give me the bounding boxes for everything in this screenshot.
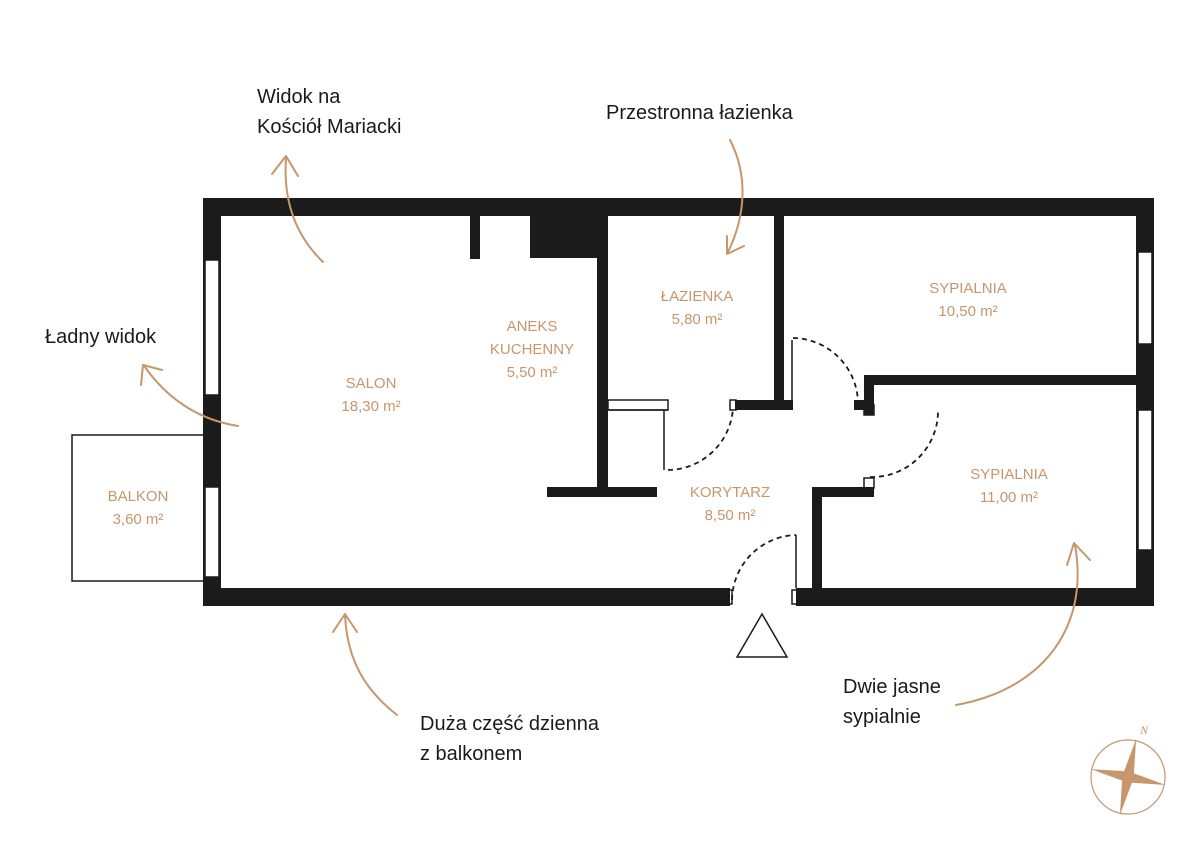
door-jambs	[607, 340, 875, 605]
arrow-bedrooms-icon	[955, 542, 1091, 706]
hallway-name: KORYTARZ	[690, 484, 770, 501]
windows	[204, 251, 1153, 578]
arrow-church-view-icon	[271, 155, 324, 263]
annotation-arrows	[140, 139, 1091, 716]
bathroom-area: 5,80 m²	[672, 311, 723, 328]
bathroom-note: Przestronna łazienka	[606, 102, 793, 124]
bedroom1-area: 10,50 m²	[938, 303, 997, 320]
salon-area: 18,30 m²	[341, 398, 400, 415]
arrow-bathroom-icon	[726, 139, 745, 255]
bathroom-name: ŁAZIENKA	[661, 288, 734, 305]
entrance-marker-icon	[735, 612, 789, 658]
church-view-line2: Kościół Mariacki	[257, 116, 402, 138]
church-view-line1: Widok na	[257, 86, 341, 108]
salon-name: SALON	[346, 375, 397, 392]
balcony-area: 3,60 m²	[113, 511, 164, 528]
hallway-area: 8,50 m²	[705, 507, 756, 524]
compass-north-label: N	[1139, 723, 1149, 737]
arrow-nice-view-icon	[140, 364, 239, 427]
door-swings	[667, 337, 939, 601]
bedroom1-name: SYPIALNIA	[929, 280, 1007, 297]
arrow-day-area-icon	[332, 613, 398, 716]
kitchen-name-line2: KUCHENNY	[490, 341, 574, 358]
balcony-name: BALKON	[108, 488, 169, 505]
day-area-line2: z balkonem	[420, 743, 523, 765]
bedrooms-line1: Dwie jasne	[843, 676, 941, 698]
kitchen-name-line1: ANEKS	[507, 318, 558, 335]
kitchen-area: 5,50 m²	[507, 364, 558, 381]
bedrooms-line2: sypialnie	[843, 706, 921, 728]
day-area-line1: Duża część dzienna	[420, 713, 599, 735]
bedroom2-area: 11,00 m²	[980, 489, 1038, 506]
bedroom2-name: SYPIALNIA	[970, 466, 1048, 483]
compass-rose-icon: N	[1090, 723, 1166, 816]
church-view-note: Widok na Kościół Mariacki	[257, 82, 401, 142]
day-area-note: Duża część dzienna z balkonem	[420, 709, 599, 769]
interior-walls	[470, 216, 1154, 590]
balcony-outline	[71, 434, 207, 582]
nice-view-note: Ładny widok	[45, 326, 157, 348]
bedrooms-note: Dwie jasne sypialnie	[843, 672, 941, 732]
